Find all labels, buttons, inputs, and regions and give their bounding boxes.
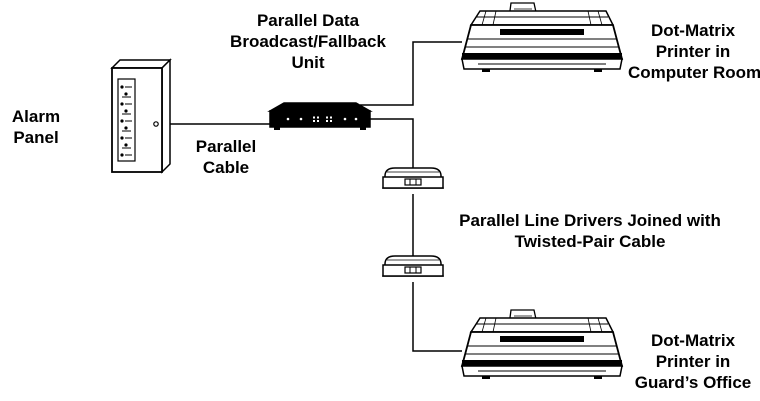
dot-matrix-printer-icon [461,2,623,73]
printer-guards-office-label: Dot-Matrix Printer in Guard’s Office [634,331,752,392]
line-driver-icon [382,255,444,277]
alarm-panel-label: Alarm Panel [11,107,61,147]
connection-lines [170,41,462,352]
unit-to-driver-line [360,118,414,170]
unit-to-printer-line [360,41,462,106]
printer-computer-room-label: Dot-Matrix Printer in Computer Room [628,21,760,82]
alarm-panel-icon [110,58,172,174]
dot-matrix-printer-icon [461,309,623,380]
line-drivers-label: Parallel Line Drivers Joined with Twiste… [459,211,721,251]
broadcast-unit-label: Parallel Data Broadcast/Fallback Unit [230,11,386,72]
line-driver-icon [382,167,444,189]
broadcast-unit-icon [267,102,373,130]
parallel-cable-label: Parallel Cable [195,137,257,177]
driver-to-printer-line [412,282,462,352]
